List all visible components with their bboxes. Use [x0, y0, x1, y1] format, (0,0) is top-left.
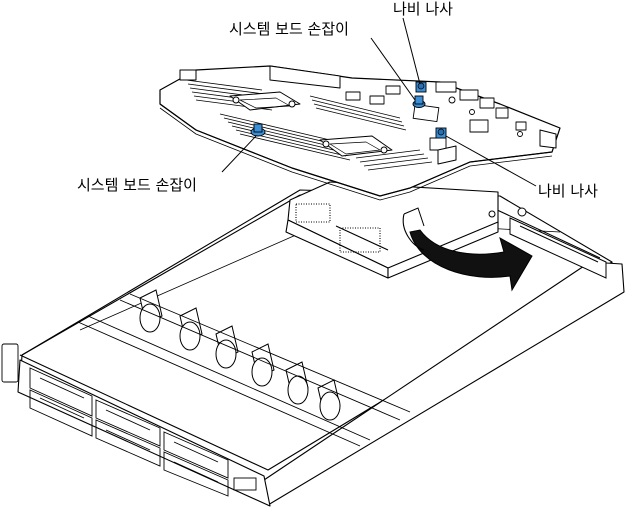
dimm-slots-right	[355, 149, 433, 171]
leader-thumbscrew-right	[445, 135, 537, 187]
board-right-bracket	[437, 129, 557, 165]
callout-thumbscrew-top: 나비 나사	[393, 0, 453, 18]
leader-handle-left	[221, 135, 257, 173]
curved-rotation-arrow	[402, 207, 533, 292]
chassis-right-wall	[263, 261, 625, 506]
dimm-slots-center	[219, 95, 407, 161]
cpu-socket-2	[319, 135, 393, 157]
callout-handle-top: 시스템 보드 손잡이	[229, 20, 349, 38]
drive-bays	[1, 343, 257, 497]
leader-thumbscrew-top	[402, 17, 421, 85]
leader-handle-top	[370, 37, 416, 101]
rear-io-bracket	[488, 207, 607, 279]
callout-thumbscrew-right: 나비 나사	[538, 182, 598, 200]
system-board	[159, 65, 561, 201]
fan-rails	[77, 293, 411, 447]
thumbscrew-2	[435, 127, 447, 139]
system-board-handle-1	[250, 123, 266, 137]
rear-connectors	[345, 81, 495, 109]
system-board-handle-2	[412, 95, 426, 108]
leader-lines	[221, 17, 537, 187]
cpu-socket-1	[229, 91, 301, 111]
thumbscrew-1	[415, 81, 427, 93]
board-chips	[412, 96, 549, 151]
callout-handle-left: 시스템 보드 손잡이	[77, 176, 197, 194]
